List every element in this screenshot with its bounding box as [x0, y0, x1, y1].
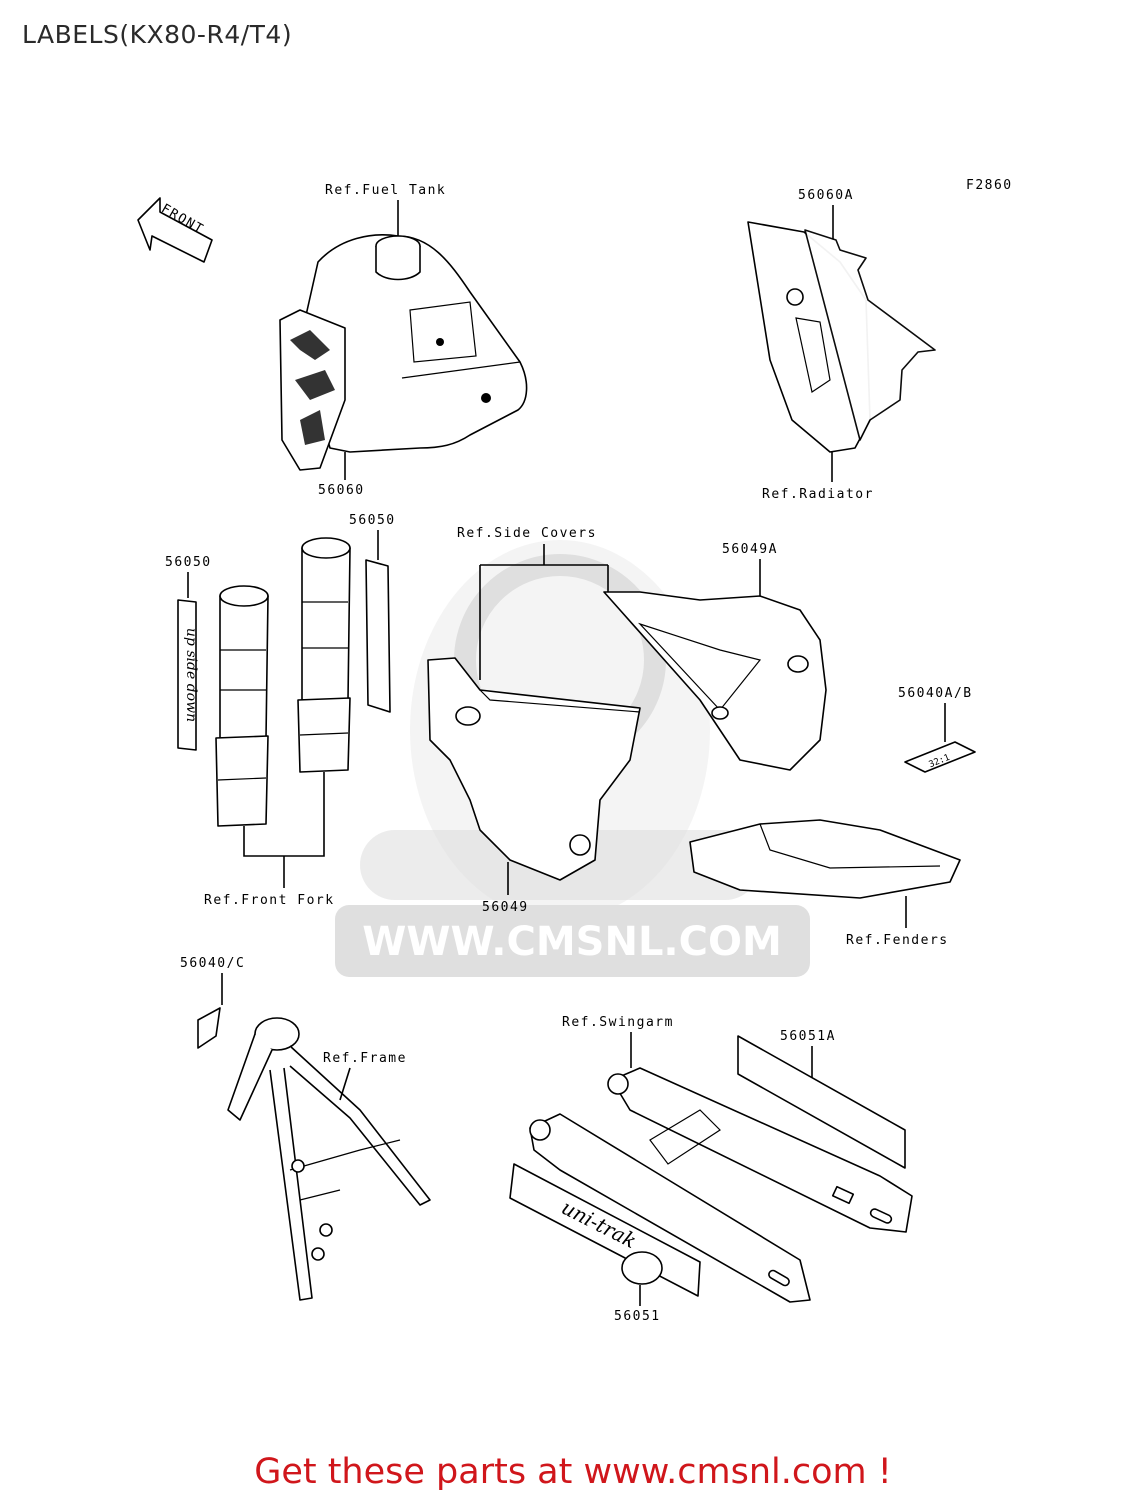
- fork-decal-left: up side down: [177, 599, 199, 751]
- part-56050-left-label: 56050: [165, 555, 212, 570]
- ref-fuel-tank-label: Ref.Fuel Tank: [325, 183, 446, 198]
- fork-decal-text: up side down: [183, 628, 199, 722]
- watermark-text: WWW.CMSNL.COM: [362, 919, 782, 965]
- fuel-tank: [299, 234, 528, 453]
- part-56060-label: 56060: [318, 483, 365, 498]
- part-56040C-label: 56040/C: [180, 956, 245, 971]
- side-cover-left: [427, 657, 641, 881]
- footer-link[interactable]: Get these parts at www.cmsnl.com !: [254, 1452, 892, 1492]
- rear-fender: [689, 819, 961, 899]
- ref-frame-label: Ref.Frame: [323, 1051, 407, 1066]
- ref-swingarm-label: Ref.Swingarm: [562, 1015, 674, 1030]
- part-56049A-label: 56049A: [722, 542, 778, 557]
- ref-radiator-label: Ref.Radiator: [762, 487, 874, 502]
- ratio-plate: 32:1: [904, 741, 976, 773]
- part-56051-label: 56051: [614, 1309, 661, 1324]
- fork-decal-right: [365, 559, 391, 713]
- frame: [227, 1017, 431, 1301]
- fuel-tank-decal: [279, 309, 346, 471]
- swingarm: [529, 1067, 913, 1303]
- radiator-shroud: [747, 221, 936, 453]
- fork-leg-left: [215, 585, 269, 827]
- fork-leg-right: [297, 537, 351, 773]
- figure-code: F2860: [966, 178, 1013, 193]
- side-cover-right: [603, 591, 827, 771]
- ref-side-covers-label: Ref.Side Covers: [457, 526, 597, 541]
- part-56060A-label: 56060A: [798, 188, 854, 203]
- ref-front-fork-label: Ref.Front Fork: [204, 893, 335, 908]
- page-title: LABELS(KX80-R4/T4): [22, 20, 293, 49]
- front-arrow-icon: FRONT: [137, 197, 213, 263]
- swingarm-label-56051A: [737, 1035, 906, 1169]
- part-56050-right-label: 56050: [349, 513, 396, 528]
- part-56049-label: 56049: [482, 900, 529, 915]
- part-56040AB-label: 56040A/B: [898, 686, 973, 701]
- frame-label-decal: [197, 1007, 221, 1049]
- ref-fenders-label: Ref.Fenders: [846, 933, 949, 948]
- part-56051A-label: 56051A: [780, 1029, 836, 1044]
